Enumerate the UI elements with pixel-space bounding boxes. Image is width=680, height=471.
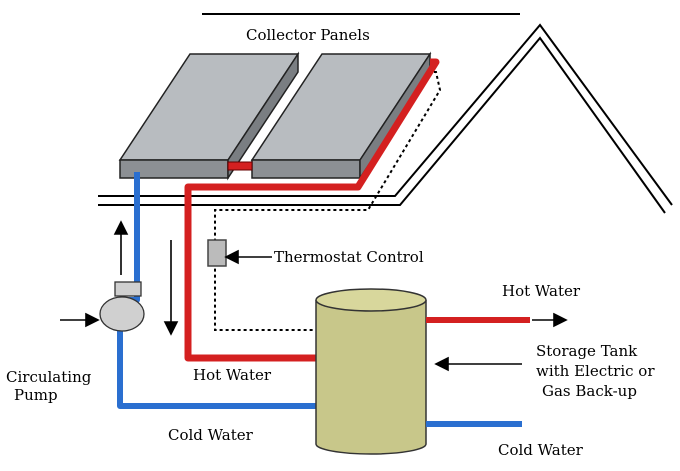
storage-tank-label-1: Storage Tank: [536, 342, 638, 360]
collector-panels-label: Collector Panels: [246, 26, 370, 44]
arrows: [60, 220, 568, 372]
thermostat-box: [207, 239, 227, 267]
panel-connector-pipe: [227, 161, 253, 171]
roof: [98, 13, 673, 214]
cold-water-bottom-label: Cold Water: [168, 426, 254, 444]
thermostat-sensor-line: [214, 71, 442, 331]
hot-supply-pipe: [184, 58, 440, 362]
thermostat-control-label: Thermostat Control: [274, 248, 424, 266]
storage-tank: [315, 288, 427, 455]
storage-tank-label-2: with Electric or: [536, 362, 655, 380]
circulating-pump-label-1: Circulating: [6, 368, 92, 386]
circulating-pump-label-2: Pump: [14, 386, 58, 404]
hot-water-outlet-label: Hot Water: [502, 282, 581, 300]
collector-panel-left: [118, 51, 300, 181]
circulating-pump: [99, 281, 145, 332]
hot-water-pipe-label: Hot Water: [193, 366, 272, 384]
cold-water-inlet-label: Cold Water: [498, 441, 584, 459]
storage-tank-label-3: Gas Back-up: [542, 382, 637, 400]
